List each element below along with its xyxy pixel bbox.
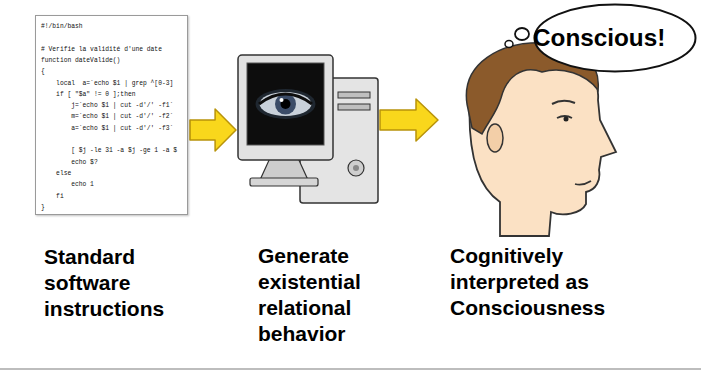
code-line: {	[41, 68, 45, 76]
code-line: }	[41, 204, 45, 212]
thought-bubble-trail	[505, 28, 529, 48]
code-line: function dateValide()	[41, 57, 120, 65]
caption: Standard software instructions	[44, 244, 184, 322]
bubble-text: Conscious!	[533, 23, 665, 53]
caption: Generate existential relational behavior	[258, 243, 383, 347]
code-line: m=`echo $1 | cut -d'/' -f2`	[41, 113, 173, 121]
computer-illustration	[238, 55, 378, 203]
code-line: [ $j -le 31 -a $j -ge 1 -a $	[41, 147, 177, 155]
code-line: echo $?	[41, 159, 98, 167]
code-line: fi	[41, 193, 64, 201]
block-arrow	[190, 109, 236, 151]
code-panel: #!/bin/bash # Verifie la validité d'une d…	[35, 15, 188, 215]
code-line: #!/bin/bash	[41, 23, 83, 31]
code-line: # Verifie la validité d'une date	[41, 46, 162, 54]
block-arrow	[380, 99, 438, 141]
thought-bubble: Conscious!	[533, 3, 697, 73]
head-illustration	[466, 43, 616, 236]
code-line: if [ "$a" != 0 ];then	[41, 91, 135, 99]
code-line: local a=`echo $1 | grep ^[0-3]	[41, 80, 173, 88]
caption: Cognitively interpreted as Consciousness	[450, 243, 640, 321]
frame-line	[0, 368, 701, 370]
code-line: else	[41, 170, 71, 178]
code-line: echo 1	[41, 181, 94, 189]
computer-box: Generate existential relational behavior	[238, 45, 378, 205]
code-line: j=`echo $1 | cut -d'/' -f1`	[41, 102, 173, 110]
code-line: a=`echo $1 | cut -d'/' -f3`	[41, 125, 173, 133]
